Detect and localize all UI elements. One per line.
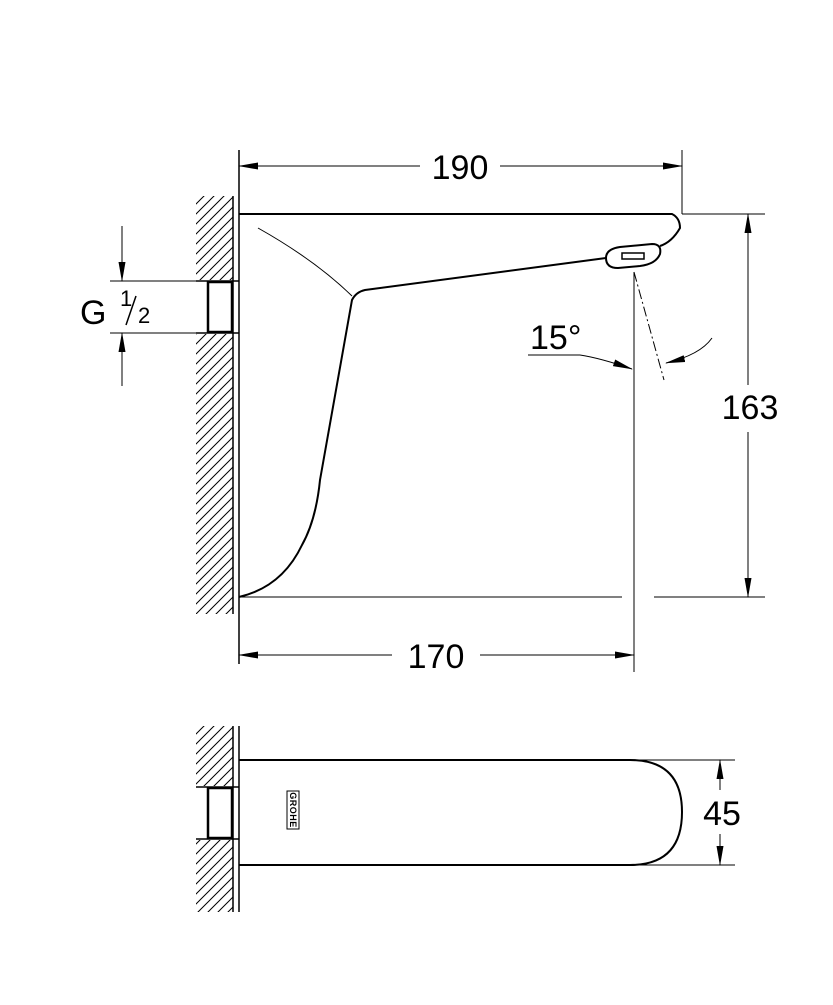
- angle-label: 15°: [530, 319, 581, 357]
- top-wall-hatching-lower: [196, 840, 233, 912]
- thread-fraction-numerator: 1: [120, 286, 132, 311]
- top-connection-stub: [196, 786, 239, 840]
- angle-annotation: [528, 337, 713, 370]
- spout-outline: [238, 213, 765, 598]
- side-view: G 1 2 15° 190: [80, 149, 778, 676]
- outlet-reach-label: 170: [408, 638, 465, 676]
- grohe-logo: GROHE: [286, 790, 300, 830]
- dimension-163: [682, 213, 765, 598]
- svg-text:GROHE: GROHE: [288, 792, 298, 828]
- top-view: 45 GROHE: [196, 726, 741, 912]
- thread-fraction-slash: [125, 295, 137, 326]
- connection-stub: [110, 226, 239, 386]
- angled-jet-line: [633, 271, 665, 381]
- wall-hatching-bottom: [196, 334, 233, 614]
- thread-label: G: [80, 294, 106, 332]
- spout-top-outline: [239, 759, 684, 866]
- height-label: 163: [722, 389, 779, 427]
- top-wall-hatching-upper: [196, 726, 233, 786]
- wall-hatching-top: [196, 196, 233, 280]
- thread-fraction-denominator: 2: [138, 303, 150, 328]
- dimension-190: [238, 150, 683, 214]
- overall-length-label: 190: [432, 149, 489, 187]
- width-label: 45: [703, 795, 741, 833]
